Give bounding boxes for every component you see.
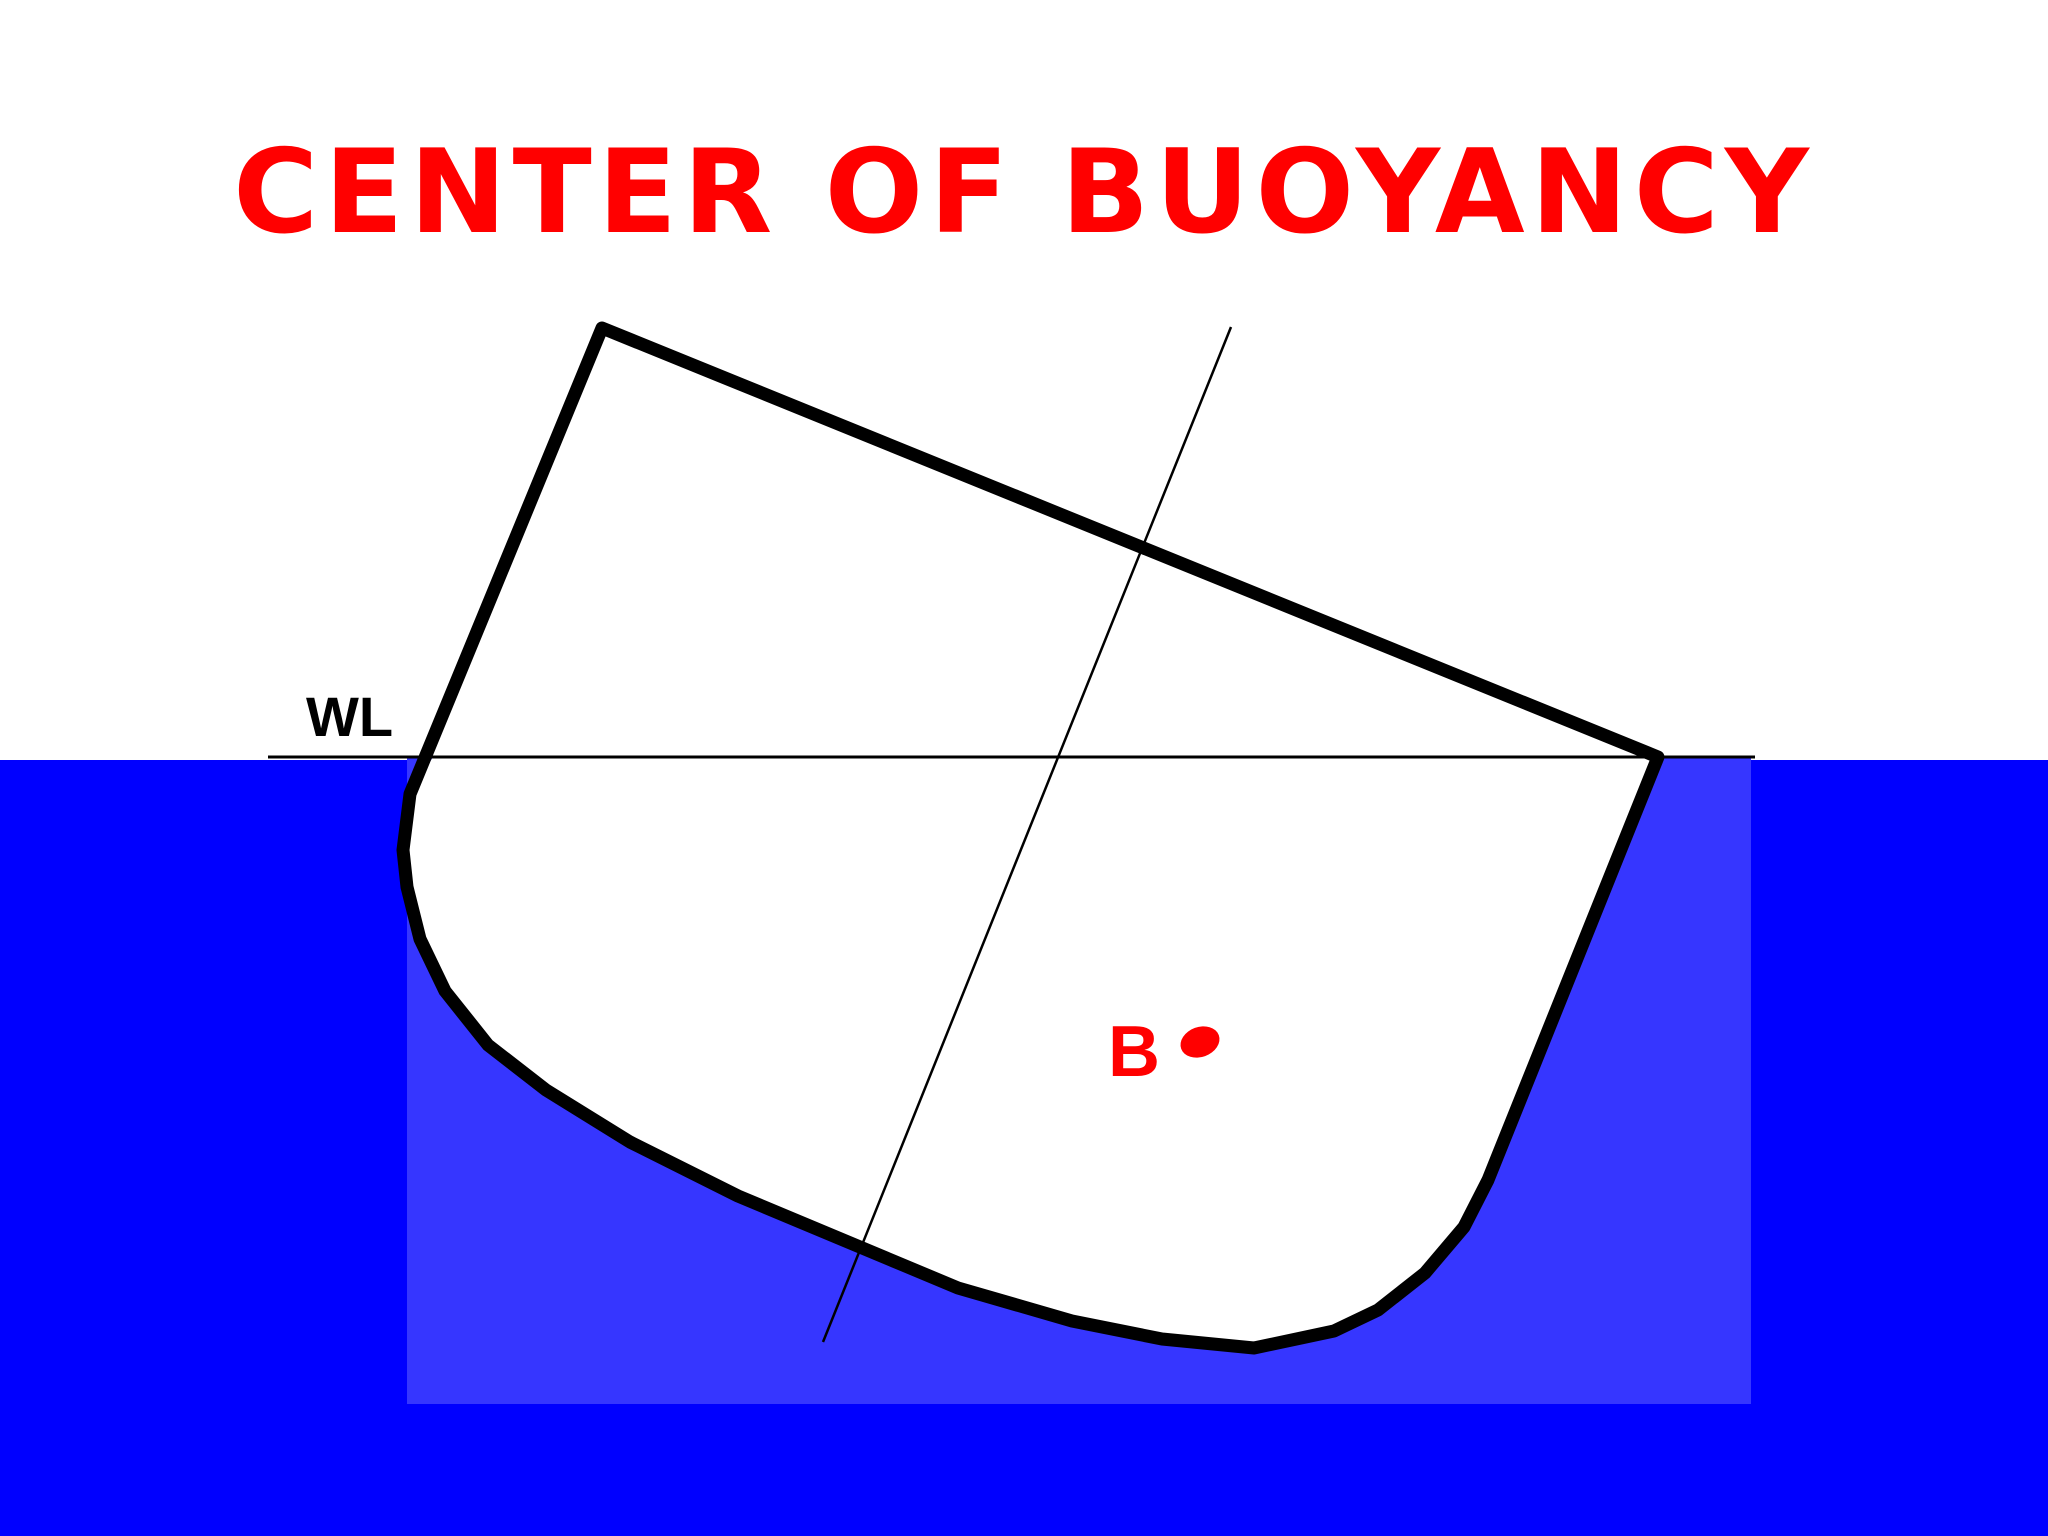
diagram-title: CENTER OF BUOYANCY <box>233 125 1815 260</box>
hull-submerged <box>403 757 1658 1348</box>
hull-above-water <box>433 328 1658 757</box>
waterline-label: WL <box>306 685 393 748</box>
center-of-buoyancy-label: B <box>1108 1012 1160 1092</box>
centerline <box>821 326 1233 1343</box>
hull-outline <box>396 321 1665 1355</box>
center-of-buoyancy-point <box>1180 1026 1220 1058</box>
